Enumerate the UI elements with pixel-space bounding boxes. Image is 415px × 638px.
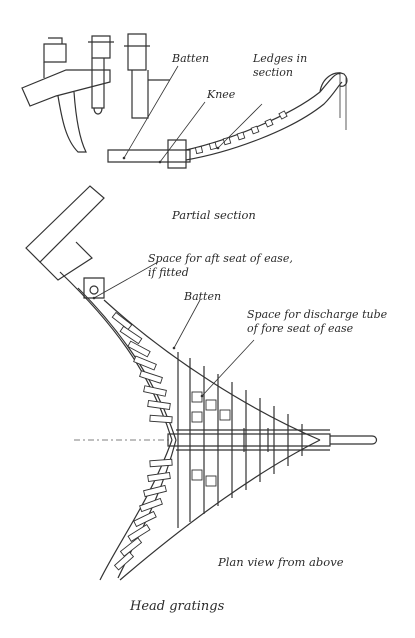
- discharge-label-line2: of fore seat of ease: [247, 322, 354, 335]
- aft-seat-label-line1: Space for aft seat of ease,: [148, 252, 293, 265]
- partial-section-drawing: [21, 33, 348, 169]
- figure-title: Head gratings: [129, 599, 225, 614]
- aft-seat-label-line2: if fitted: [148, 266, 189, 279]
- left-grating-slats: [111, 311, 173, 571]
- plan-view-caption: Plan view from above: [217, 555, 344, 569]
- batten-label-plan: Batten: [183, 290, 221, 303]
- ledges-label-line1: Ledges in: [252, 52, 307, 65]
- plan-view-drawing: [25, 185, 378, 581]
- batten-label-section: Batten: [171, 52, 209, 65]
- ledges-label-line2: section: [253, 66, 293, 79]
- central-grating: [177, 352, 303, 528]
- discharge-label-line1: Space for discharge tube: [247, 308, 388, 321]
- knee-label: Knee: [206, 88, 236, 101]
- partial-section-caption: Partial section: [171, 208, 256, 222]
